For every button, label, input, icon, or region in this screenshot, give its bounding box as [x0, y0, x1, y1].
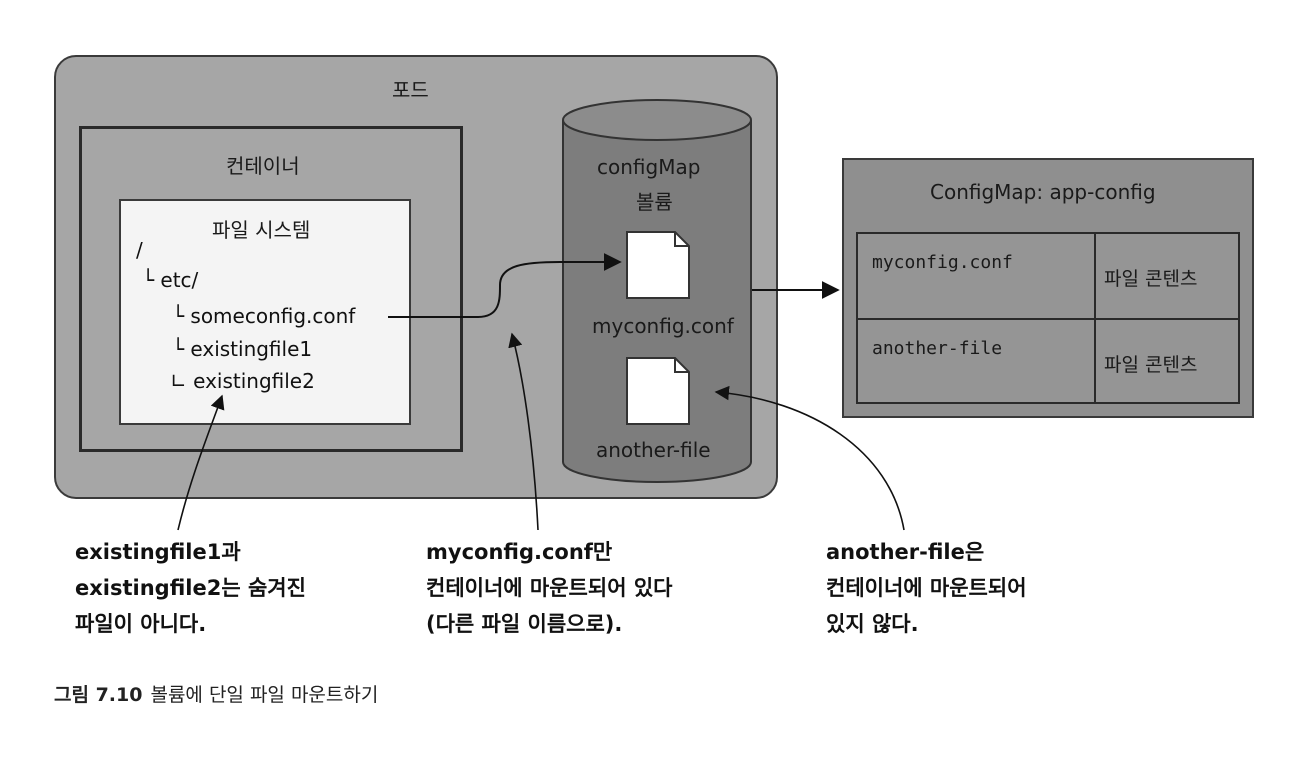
- filesystem-title: 파일 시스템: [212, 218, 311, 242]
- callout-line: 파일이 아니다.: [75, 612, 207, 636]
- figure-caption-text: 볼륨에 단일 파일 마운트하기: [150, 684, 379, 706]
- callout-arrow-left: [177, 394, 225, 531]
- fs-etc: └ etc/: [142, 268, 199, 292]
- file-icon: [626, 231, 690, 299]
- callout-line: another-file은: [826, 540, 985, 564]
- fs-existingfile2: ∟ existingfile2: [170, 369, 315, 393]
- callout-line: 컨테이너에 마운트되어: [826, 576, 1027, 600]
- configmap-value: 파일 콘텐츠: [1104, 354, 1198, 376]
- fs-existingfile1: └ existingfile1: [172, 337, 313, 361]
- volume-file-label: myconfig.conf: [592, 314, 734, 338]
- container-title: 컨테이너: [226, 154, 300, 178]
- callout-line: 있지 않다.: [826, 612, 919, 636]
- configmap-divider: [1094, 234, 1096, 318]
- configmap-row: another-file 파일 콘텐츠: [858, 320, 1238, 404]
- file-icon: [626, 357, 690, 425]
- callout-line: myconfig.conf만: [426, 540, 613, 564]
- configmap-table: myconfig.conf 파일 콘텐츠 another-file 파일 콘텐츠: [856, 232, 1240, 404]
- figure-caption: 그림 7.10 볼륨에 단일 파일 마운트하기: [54, 680, 378, 707]
- callout-arrow-right: [714, 385, 905, 531]
- mount-arrow: [388, 253, 622, 318]
- configmap-divider: [1094, 320, 1096, 404]
- configmap-row: myconfig.conf 파일 콘텐츠: [858, 234, 1238, 320]
- callout-line: existingfile1과: [75, 540, 241, 564]
- callout-left: existingfile1과 existingfile2는 숨겨진 파일이 아니…: [75, 534, 306, 642]
- figure-number: 그림 7.10: [54, 684, 143, 706]
- callout-line: 컨테이너에 마운트되어 있다: [426, 576, 673, 600]
- configmap-value: 파일 콘텐츠: [1104, 268, 1198, 290]
- configmap-key: myconfig.conf: [872, 252, 1013, 273]
- callout-line: existingfile2는 숨겨진: [75, 576, 306, 600]
- filesystem-box: [119, 199, 411, 425]
- configmap-title: ConfigMap: app-config: [930, 180, 1156, 204]
- callout-arrow-middle: [508, 332, 539, 531]
- fs-someconfig: └ someconfig.conf: [172, 304, 356, 328]
- pod-title: 포드: [392, 78, 429, 102]
- callout-middle: myconfig.conf만 컨테이너에 마운트되어 있다 (다른 파일 이름으…: [426, 534, 672, 642]
- configmap-key: another-file: [872, 338, 1003, 359]
- volume-file-label: another-file: [596, 438, 711, 462]
- fs-root: /: [136, 238, 143, 262]
- callout-right: another-file은 컨테이너에 마운트되어 있지 않다.: [826, 534, 1027, 642]
- volume-title-line2: 볼륨: [636, 190, 673, 214]
- callout-line: (다른 파일 이름으로).: [426, 612, 623, 636]
- volume-title-line1: configMap: [597, 155, 701, 179]
- volume-cylinder: [562, 99, 752, 483]
